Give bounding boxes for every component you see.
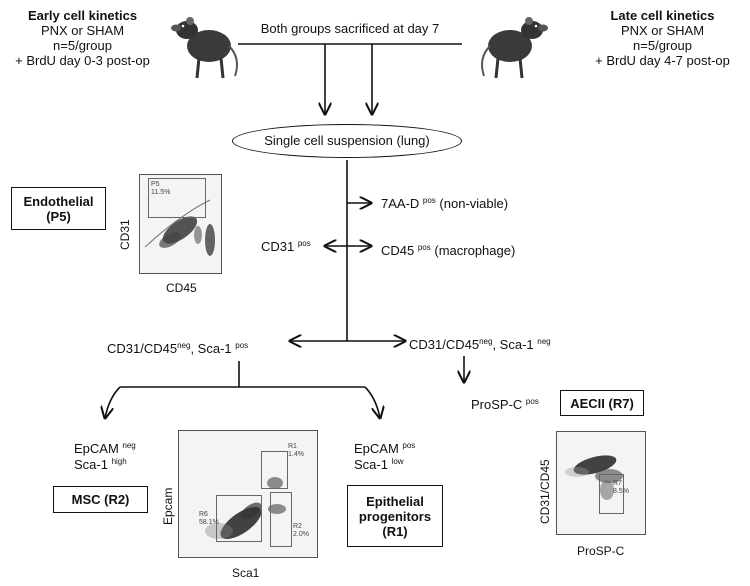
aec-ylabel: CD31/CD45 — [538, 459, 552, 524]
early-line3: + BrdU day 0-3 post-op — [15, 53, 150, 68]
suspension-label: Single cell suspension (lung) — [264, 133, 430, 148]
msc-ylabel: Epcam — [161, 487, 175, 525]
endo-ylabel: CD31 — [118, 219, 132, 250]
late-kinetics-block: Late cell kinetics PNX or SHAM n=5/group… — [575, 8, 750, 68]
right-branch-label: CD31/CD45neg, Sca-1 neg — [409, 337, 551, 352]
msc-xlabel: Sca1 — [232, 566, 260, 580]
rat-early-icon — [171, 17, 238, 79]
epi-epcam: EpCAM pos — [354, 441, 416, 456]
gate-cd45: CD45 pos (macrophage) — [381, 243, 516, 258]
single-cell-suspension: Single cell suspension (lung) — [232, 124, 462, 158]
late-line1: PNX or SHAM — [620, 23, 705, 38]
arrow-msc — [105, 386, 121, 418]
epi-line3: (R1) — [382, 523, 408, 539]
early-line2: n=5/group — [53, 38, 112, 53]
msc-epcam: EpCAM neg — [74, 441, 136, 456]
msc-gate-r6 — [216, 495, 262, 542]
gate-cd31: CD31 pos — [261, 239, 311, 254]
prospc-pos: ProSP-C pos — [471, 397, 539, 412]
sacrifice-label: Both groups sacrificed at day 7 — [260, 21, 440, 36]
arrow-epithelial — [364, 386, 380, 418]
left-branch-label: CD31/CD45neg, Sca-1 pos — [107, 341, 249, 356]
gate-7aad: 7AA-D pos (non-viable) — [381, 196, 509, 211]
epi-sca: Sca-1 low — [354, 457, 404, 472]
aec-gate-r7 — [599, 474, 624, 514]
endothelial-box: Endothelial (P5) — [11, 187, 106, 230]
endothelial-name: Endothelial — [23, 193, 94, 209]
aecii-box: AECII (R7) — [560, 390, 644, 416]
msc-gate-r1 — [261, 451, 288, 489]
msc-scatter — [205, 477, 286, 540]
epi-line2: progenitors — [358, 508, 432, 524]
late-line2: n=5/group — [633, 38, 692, 53]
msc-sca: Sca-1 high — [74, 457, 127, 472]
late-line3: + BrdU day 4-7 post-op — [595, 53, 730, 68]
msc-gate-r2 — [270, 492, 292, 547]
msc-box: MSC (R2) — [53, 486, 148, 513]
early-line1: PNX or SHAM — [40, 23, 125, 38]
endothelial-code: (P5) — [46, 208, 71, 224]
epi-line1: Epithelial — [366, 493, 424, 509]
aecii-label: AECII (R7) — [570, 395, 634, 411]
early-kinetics-block: Early cell kinetics PNX or SHAM n=5/grou… — [0, 8, 165, 68]
late-title: Late cell kinetics — [610, 8, 715, 23]
aec-xlabel: ProSP-C — [577, 544, 625, 558]
epithelial-box: Epithelial progenitors (R1) — [347, 485, 443, 547]
endo-scatter — [144, 199, 215, 256]
aec-scatter — [565, 455, 623, 500]
rat-late-icon — [481, 17, 548, 79]
endo-gate-p5 — [148, 178, 206, 218]
msc-label: MSC (R2) — [71, 492, 130, 507]
endo-xlabel: CD45 — [166, 281, 197, 295]
early-title: Early cell kinetics — [27, 8, 138, 23]
